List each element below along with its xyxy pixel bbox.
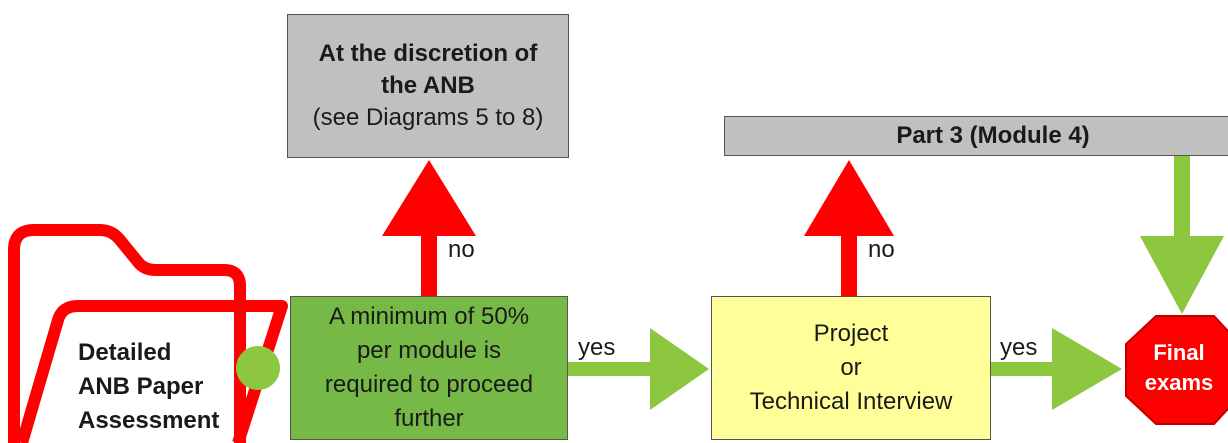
project-box: Project or Technical Interview bbox=[711, 296, 991, 440]
final-exams-label: Final exams bbox=[1124, 338, 1228, 398]
folder-line-1: Detailed bbox=[78, 339, 172, 366]
minimum-line-3: required to proceed bbox=[324, 371, 534, 398]
folder-back bbox=[8, 224, 246, 443]
yes-arrow-1-shaft bbox=[568, 362, 652, 376]
part3-box: Part 3 (Module 4) bbox=[724, 116, 1228, 156]
discretion-line-1: At the discretion of bbox=[318, 40, 538, 67]
yes-arrow-2 bbox=[991, 328, 1122, 410]
project-line-2: or bbox=[840, 354, 862, 381]
down-arrow-head bbox=[1140, 236, 1224, 314]
no-arrow-2 bbox=[804, 160, 894, 298]
final-line-2: exams bbox=[1144, 370, 1214, 395]
discretion-line-2: the ANB bbox=[381, 72, 475, 99]
no-arrow-2-shaft bbox=[841, 226, 857, 298]
stop-sign-icon bbox=[1125, 315, 1228, 425]
yes-label-1: yes bbox=[578, 334, 616, 361]
yes-arrow-2-head bbox=[1052, 328, 1122, 410]
project-line-3: Technical Interview bbox=[749, 388, 953, 415]
yes-arrow-2-shaft bbox=[991, 362, 1055, 376]
minimum-line-4: further bbox=[394, 405, 464, 432]
folder-label: Detailed ANB Paper Assessment bbox=[78, 336, 248, 438]
no-label-2: no bbox=[868, 236, 895, 263]
no-arrow-1 bbox=[382, 160, 476, 298]
yes-arrow-1 bbox=[568, 328, 709, 410]
project-line-1: Project bbox=[813, 320, 889, 347]
no-arrow-1-head bbox=[382, 160, 476, 236]
no-arrow-1-shaft bbox=[421, 226, 437, 298]
no-label-1: no bbox=[448, 236, 475, 263]
folder-line-2: ANB Paper bbox=[78, 373, 204, 400]
minimum-box: A minimum of 50% per module is required … bbox=[290, 296, 568, 440]
minimum-line-1: A minimum of 50% bbox=[328, 303, 530, 330]
folder-icon bbox=[8, 224, 288, 443]
folder-front bbox=[16, 300, 288, 443]
yes-arrow-1-head bbox=[650, 328, 709, 410]
folder-line-3: Assessment bbox=[78, 407, 220, 434]
down-arrow-shaft bbox=[1174, 156, 1190, 240]
discretion-line-3: (see Diagrams 5 to 8) bbox=[312, 104, 544, 131]
no-arrow-2-head bbox=[804, 160, 894, 236]
discretion-box: At the discretion of the ANB (see Diagra… bbox=[287, 14, 569, 158]
minimum-line-2: per module is bbox=[356, 337, 502, 364]
final-line-1: Final bbox=[1153, 340, 1205, 365]
yes-label-2: yes bbox=[1000, 334, 1038, 361]
part3-label: Part 3 (Module 4) bbox=[896, 122, 1090, 149]
connector-dot bbox=[236, 346, 280, 390]
down-arrow bbox=[1140, 156, 1224, 314]
